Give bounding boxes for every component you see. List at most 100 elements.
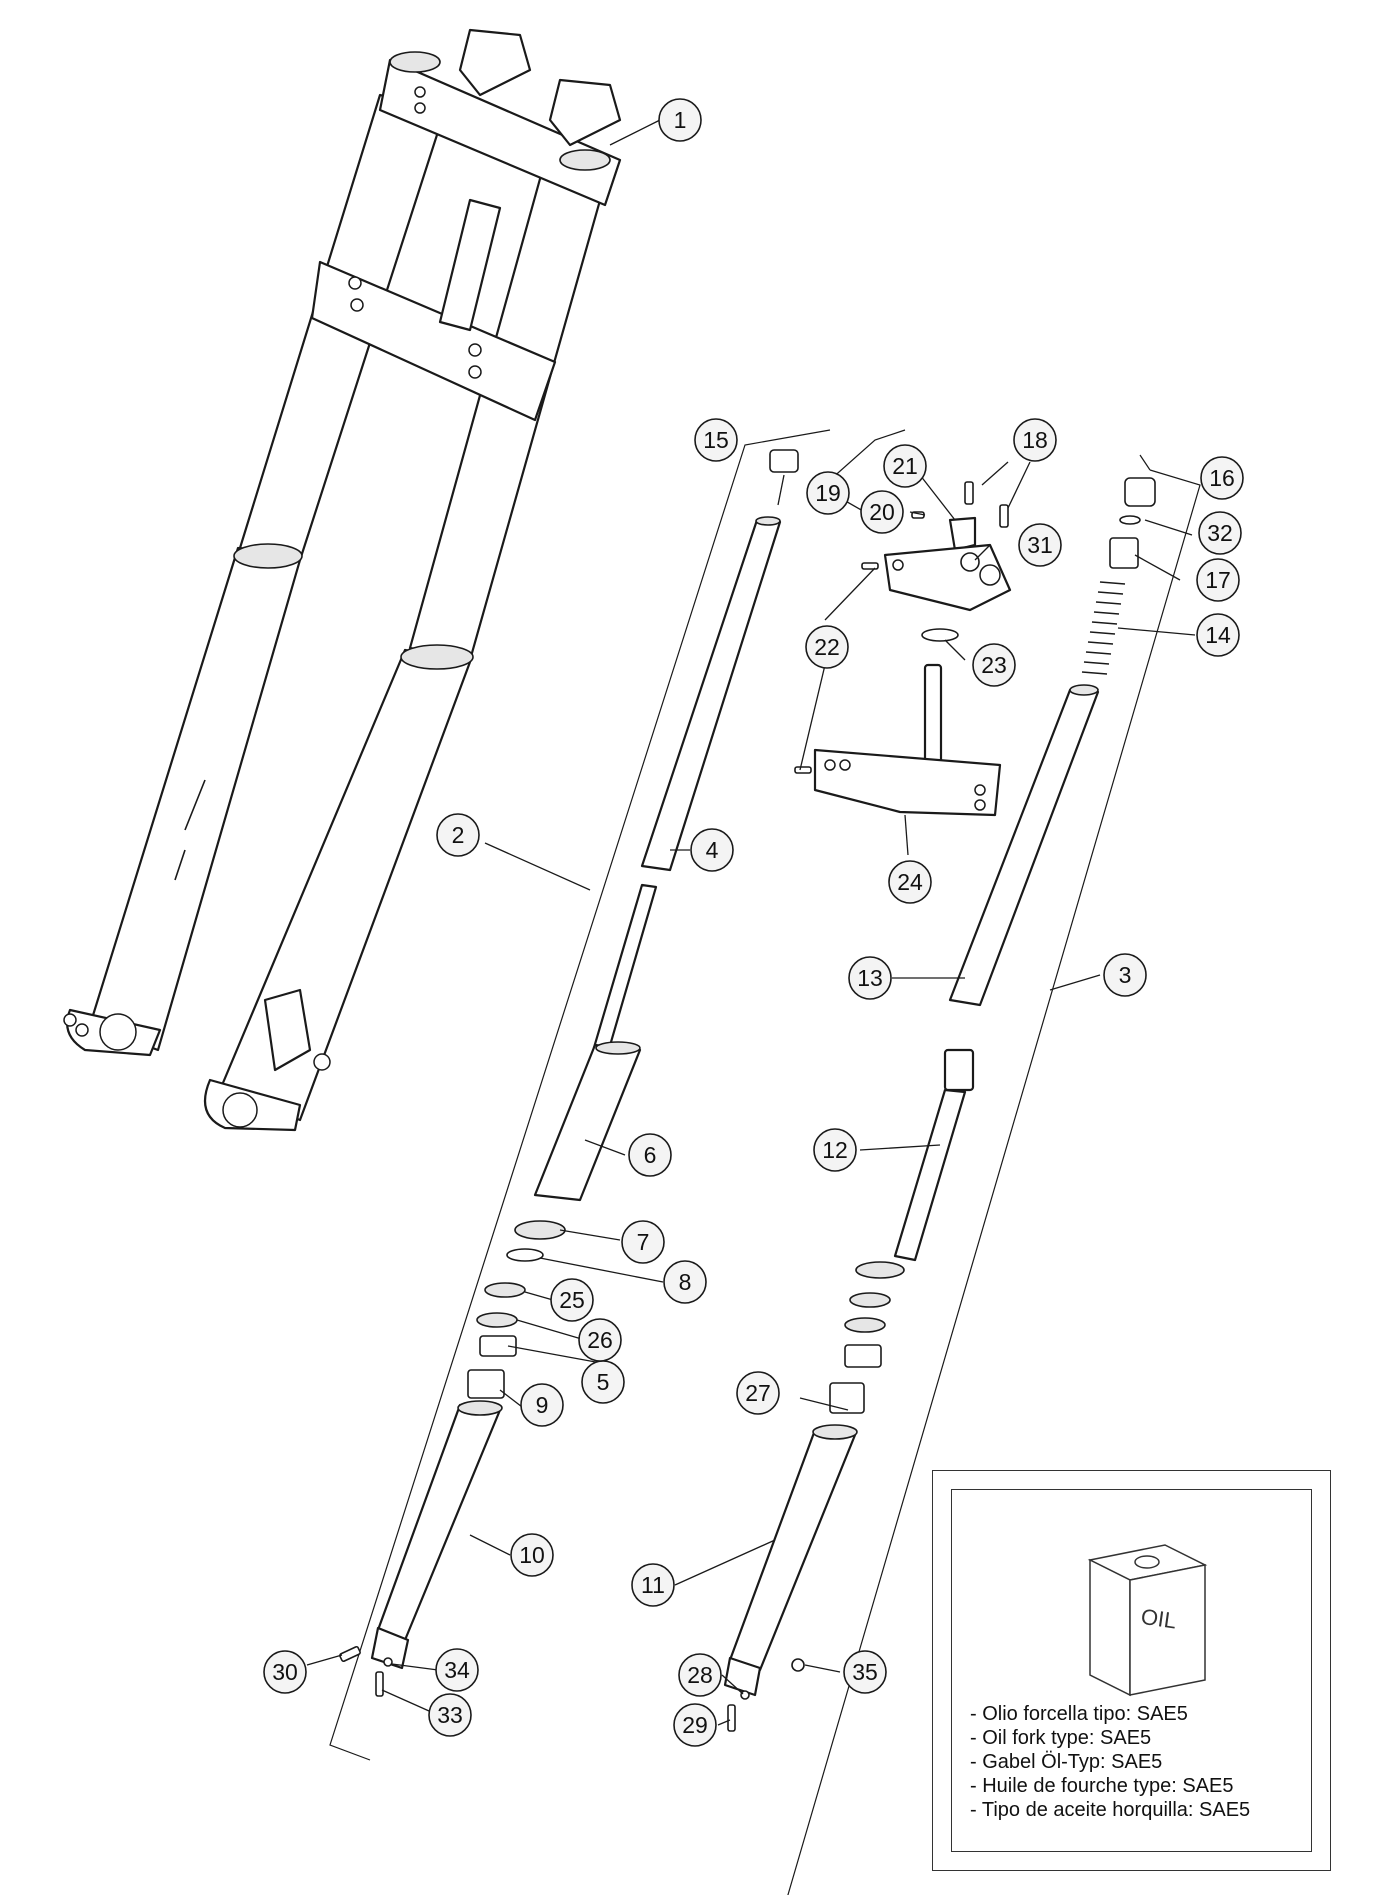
callout-number: 3 — [1119, 962, 1132, 988]
callout-number: 1 — [674, 107, 687, 133]
callout-circle — [678, 1653, 722, 1697]
callout-22: 22 — [805, 625, 849, 669]
callout-circle — [813, 1128, 857, 1172]
callout-number: 30 — [272, 1659, 298, 1685]
callout-11: 11 — [631, 1563, 675, 1607]
callout-circle — [690, 828, 734, 872]
callout-number: 7 — [637, 1229, 650, 1255]
callout-circle — [1196, 613, 1240, 657]
callout-20: 20 — [860, 490, 904, 534]
callout-circle — [1198, 511, 1242, 555]
callout-number: 28 — [687, 1662, 713, 1688]
callout-7: 7 — [621, 1220, 665, 1264]
callout-12: 12 — [813, 1128, 857, 1172]
callout-circle — [631, 1563, 675, 1607]
callout-number: 31 — [1027, 532, 1053, 558]
callout-28: 28 — [678, 1653, 722, 1697]
callout-circle — [805, 625, 849, 669]
callout-number: 24 — [897, 869, 923, 895]
callout-circle — [1196, 558, 1240, 602]
callout-circle — [578, 1318, 622, 1362]
callout-circle — [843, 1650, 887, 1694]
callout-number: 6 — [644, 1142, 657, 1168]
callout-32: 32 — [1198, 511, 1242, 555]
callout-number: 29 — [682, 1712, 708, 1738]
oil-notes-list: - Olio forcella tipo: SAE5 - Oil fork ty… — [970, 1702, 1250, 1822]
callout-number: 16 — [1209, 465, 1235, 491]
callout-number: 12 — [822, 1137, 848, 1163]
callout-number: 19 — [815, 480, 841, 506]
callout-circle — [888, 860, 932, 904]
callout-number: 33 — [437, 1702, 463, 1728]
callout-19: 19 — [806, 471, 850, 515]
callout-circle — [1018, 523, 1062, 567]
callout-circle — [520, 1383, 564, 1427]
callout-number: 9 — [536, 1392, 549, 1418]
callout-number: 34 — [444, 1657, 470, 1683]
callout-10: 10 — [510, 1533, 554, 1577]
callout-circle — [263, 1650, 307, 1694]
callout-number: 26 — [587, 1327, 613, 1353]
callout-circle — [1013, 418, 1057, 462]
left-exploded-parts — [339, 449, 799, 1697]
oil-info-box: OIL - Olio forcella tipo: SAE5 - Oil for… — [932, 1470, 1331, 1871]
oil-note-it: - Olio forcella tipo: SAE5 — [970, 1703, 1188, 1725]
callout-circle — [694, 418, 738, 462]
clamp-parts — [794, 481, 1012, 817]
callout-6: 6 — [628, 1133, 672, 1177]
oil-note-de: - Gabel Öl-Typ: SAE5 — [970, 1751, 1163, 1773]
callout-number: 5 — [597, 1369, 610, 1395]
callout-29: 29 — [673, 1703, 717, 1747]
callout-3: 3 — [1103, 953, 1147, 997]
callout-circle — [621, 1220, 665, 1264]
group-lines — [329, 429, 1201, 1895]
callout-15: 15 — [694, 418, 738, 462]
callout-circle — [806, 471, 850, 515]
callout-circle — [673, 1703, 717, 1747]
callout-number: 11 — [641, 1572, 665, 1598]
callout-34: 34 — [435, 1648, 479, 1692]
callout-number: 22 — [814, 634, 840, 660]
callout-circle — [550, 1278, 594, 1322]
callout-circle — [658, 98, 702, 142]
callout-circle — [428, 1693, 472, 1737]
callout-number: 13 — [857, 965, 883, 991]
callout-circle — [860, 490, 904, 534]
callout-number: 4 — [706, 837, 719, 863]
oil-can-icon: OIL — [1087, 1544, 1208, 1697]
callout-30: 30 — [263, 1650, 307, 1694]
oil-info-inner-frame: OIL - Olio forcella tipo: SAE5 - Oil for… — [951, 1489, 1312, 1852]
right-exploded-parts — [723, 477, 1156, 1732]
callout-16: 16 — [1200, 456, 1244, 500]
callout-circle — [883, 444, 927, 488]
callout-circle — [628, 1133, 672, 1177]
callout-number: 20 — [869, 499, 895, 525]
callout-31: 31 — [1018, 523, 1062, 567]
callout-number: 27 — [745, 1380, 771, 1406]
callout-number: 2 — [452, 822, 465, 848]
callout-number: 8 — [679, 1269, 692, 1295]
callout-17: 17 — [1196, 558, 1240, 602]
callout-circle — [736, 1371, 780, 1415]
callout-23: 23 — [972, 643, 1016, 687]
oil-note-fr: - Huile de fourche type: SAE5 — [970, 1775, 1234, 1797]
callout-18: 18 — [1013, 418, 1057, 462]
callout-number: 35 — [852, 1659, 878, 1685]
callout-number: 21 — [892, 453, 918, 479]
callout-5: 5 — [581, 1360, 625, 1404]
callout-14: 14 — [1196, 613, 1240, 657]
callout-8: 8 — [663, 1260, 707, 1304]
callout-21: 21 — [883, 444, 927, 488]
callout-number: 23 — [981, 652, 1007, 678]
callout-9: 9 — [520, 1383, 564, 1427]
callout-number: 25 — [559, 1287, 585, 1313]
callout-4: 4 — [690, 828, 734, 872]
callout-circle — [663, 1260, 707, 1304]
callout-number: 10 — [519, 1542, 545, 1568]
callout-circle — [848, 956, 892, 1000]
callout-25: 25 — [550, 1278, 594, 1322]
callout-circle — [436, 813, 480, 857]
callout-number: 15 — [703, 427, 729, 453]
callout-circle — [510, 1533, 554, 1577]
